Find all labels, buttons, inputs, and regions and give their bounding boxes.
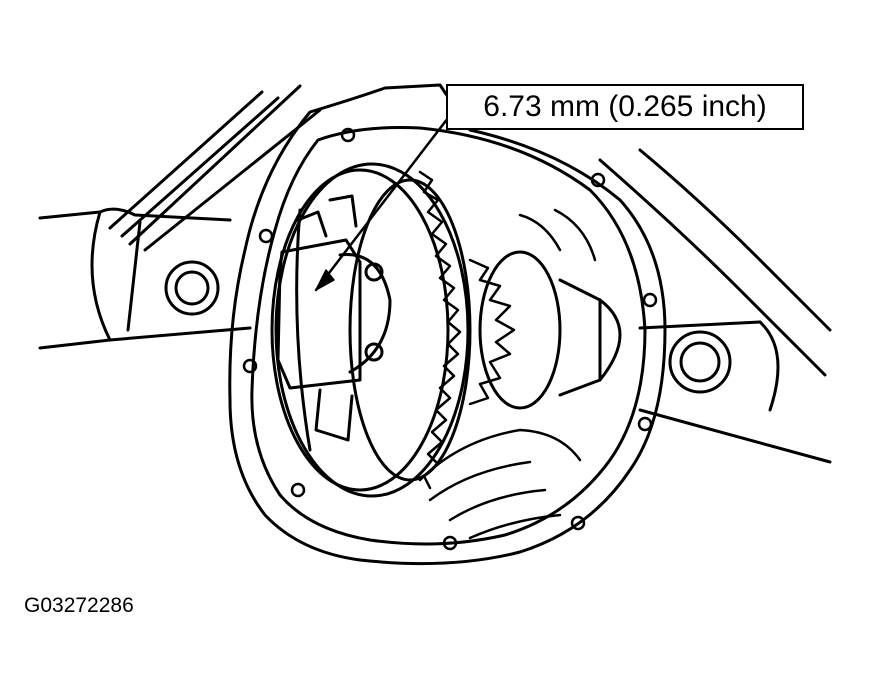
right-mount-hole xyxy=(668,330,732,394)
right-axle-tube xyxy=(598,148,832,464)
left-mount-hole xyxy=(164,260,220,316)
pinion-gear xyxy=(468,250,622,410)
measurement-callout: 6.73 mm (0.265 inch) xyxy=(446,84,804,130)
left-axle-tube xyxy=(38,207,252,350)
housing-flange xyxy=(228,83,667,566)
ring-gear xyxy=(270,162,472,498)
measurement-label: 6.73 mm (0.265 inch) xyxy=(483,90,767,123)
figure-id: G03272286 xyxy=(24,594,134,617)
lower-gear-detail xyxy=(418,208,597,540)
bolt-holes xyxy=(242,127,658,551)
differential-case xyxy=(276,194,392,442)
arrowhead-icon xyxy=(315,269,335,291)
brake-lines xyxy=(108,84,322,252)
callout-leader xyxy=(314,116,450,292)
